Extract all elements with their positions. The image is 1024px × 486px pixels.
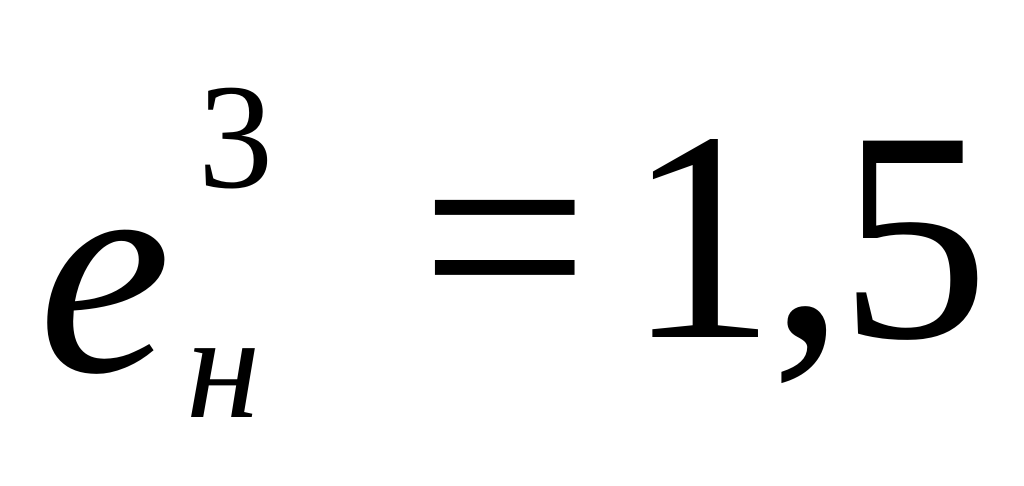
formula-value: 1,5 [626,70,989,402]
formula-superscript: 3 [198,54,273,220]
formula-subscript: н [186,284,261,450]
formula-equals-sign: = [420,70,590,402]
formula-base-variable: e [38,104,172,436]
